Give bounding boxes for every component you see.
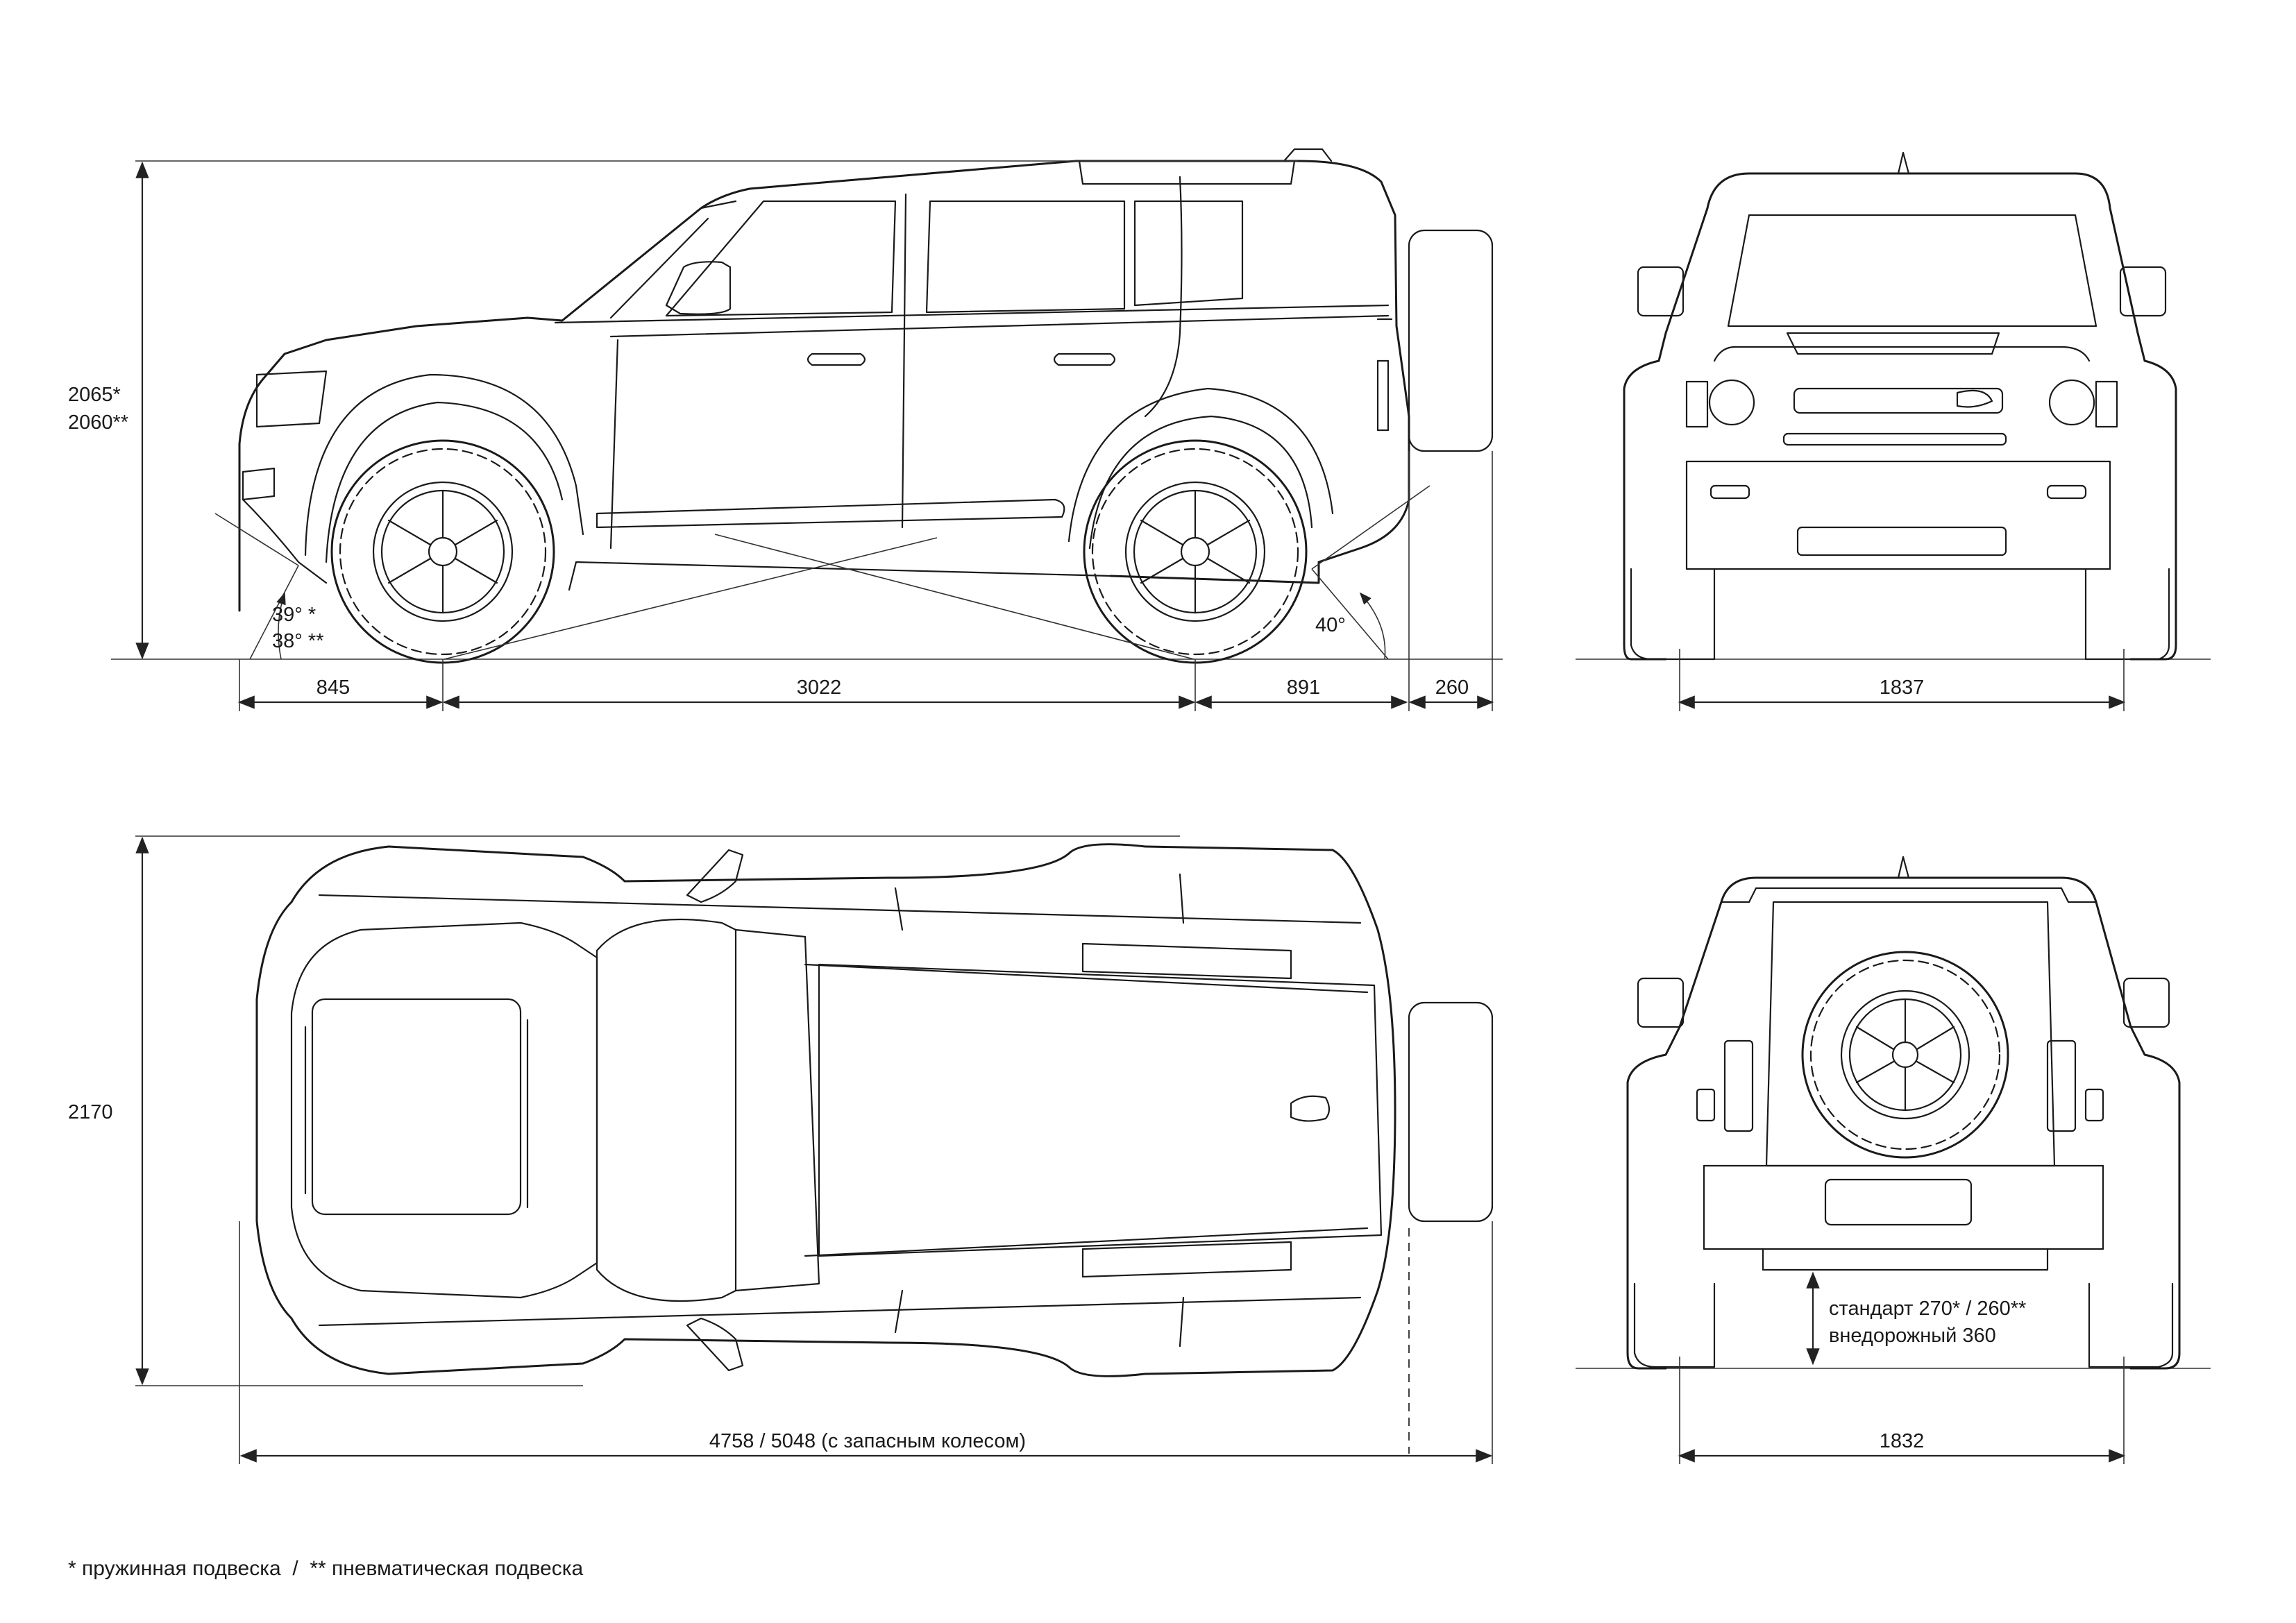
side-dimensions (135, 160, 1494, 711)
spare-wheel-label: 260 (1435, 677, 1469, 699)
suspension-footnote: * пружинная подвеска / ** пневматическая… (68, 1557, 584, 1580)
rear-view (1576, 856, 2211, 1370)
length-label: 4758 / 5048 (с запасным колесом) (709, 1430, 1026, 1452)
height-spring-label: 2065* (68, 384, 121, 406)
top-view (255, 843, 1494, 1377)
clearance-standard-label: стандарт 270* / 260** (1829, 1298, 2026, 1320)
rear-track-dimension (1678, 1357, 2126, 1464)
front-track-dimension (1678, 649, 2126, 711)
clearance-offroad-label: внедорожный 360 (1829, 1325, 1996, 1347)
front-track-label: 1837 (1880, 677, 1925, 699)
wheelbase-label: 3022 (797, 677, 842, 699)
rear-track-label: 1832 (1880, 1430, 1925, 1452)
top-dimensions (135, 835, 1493, 1464)
approach-angle-air-label: 38° ** (272, 630, 323, 652)
width-label: 2170 (68, 1101, 113, 1123)
height-air-label: 2060** (68, 411, 128, 434)
side-view (111, 148, 1503, 660)
rear-wheel-side (1083, 439, 1308, 664)
approach-angle-spring-label: 39° * (272, 604, 316, 626)
front-view (1576, 151, 2211, 661)
departure-angle-label: 40° (1315, 614, 1346, 636)
front-overhang-label: 845 (316, 677, 350, 699)
front-wheel-side (330, 439, 555, 664)
approach-departure-lines (214, 485, 1430, 660)
rear-overhang-label: 891 (1287, 677, 1320, 699)
